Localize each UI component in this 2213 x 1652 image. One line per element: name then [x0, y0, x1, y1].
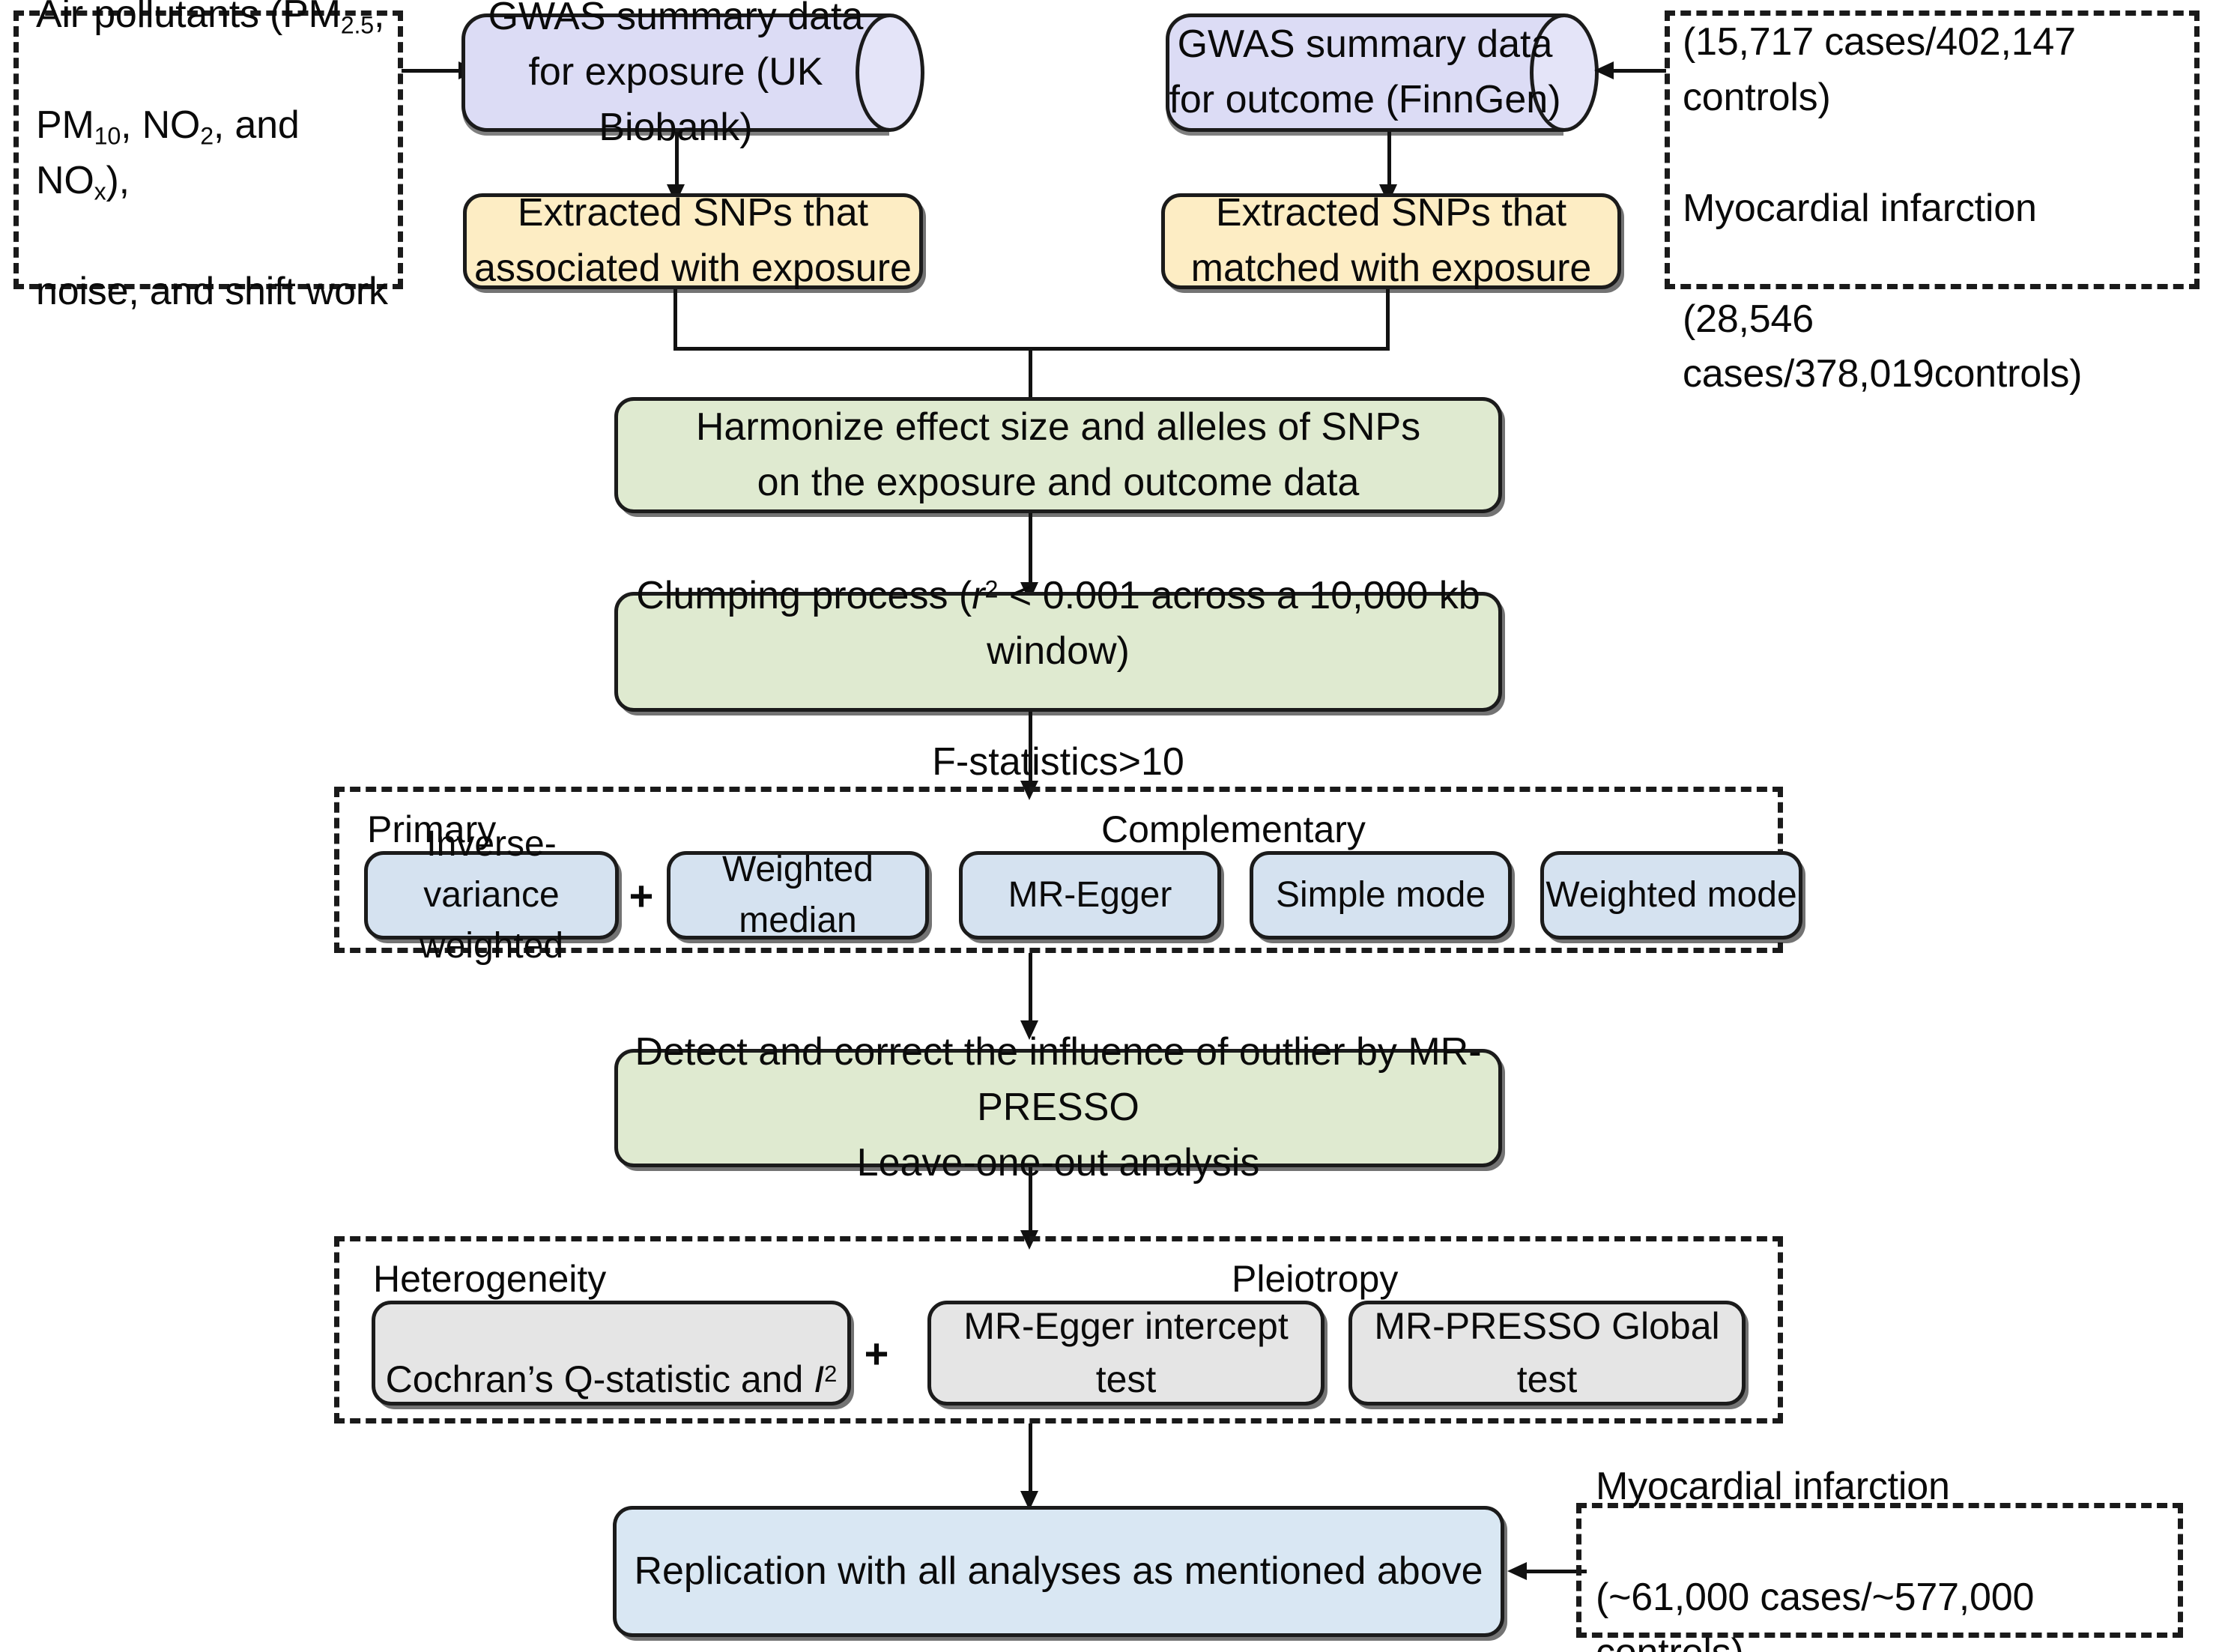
exposure-line3: noise, and shift work: [36, 270, 388, 314]
merge-right-stem: [1386, 289, 1390, 351]
outcome-line3: Myocardial infarction: [1683, 186, 2037, 230]
exposure-source-text: Air pollutants (PM2.5, PM10, NO2, and NO…: [36, 0, 388, 313]
method-inverse-variance-weighted: Inverse-variance weighted: [364, 824, 619, 966]
outcome-line4: (28,546 cases/378,019controls): [1683, 297, 2083, 396]
extracted-snps-exposure-box: Extracted SNPs that associated with expo…: [463, 191, 923, 290]
i-squared-symbol: I: [814, 1358, 825, 1400]
method-weighted-mode: Weighted mode: [1540, 851, 1802, 940]
sensitivity-plus-sign: +: [864, 1329, 889, 1377]
connector-gwas-exposure-down: [675, 132, 679, 189]
connector-outcome-to-gwas: [1608, 69, 1666, 73]
connector-outlier-to-sensitivity: [1029, 1167, 1032, 1235]
connector-exposure-to-gwas: [402, 69, 461, 73]
outcome-source-text: Unstable angina (15,717 cases/402,147 co…: [1683, 20, 2200, 396]
method-mr-egger: MR-Egger: [959, 851, 1221, 940]
replication-source-text: Myocardial infarction (~61,000 cases/~57…: [1596, 1465, 2188, 1652]
connector-gwas-outcome-down: [1387, 132, 1391, 189]
clumping-box: Clumping process (r2 < 0.001 across a 10…: [614, 574, 1502, 784]
outlier-detection-box: Detect and correct the influence of outl…: [614, 1030, 1502, 1184]
pleiotropy-caption: Pleiotropy: [1232, 1258, 1399, 1300]
outcome-line2: (15,717 cases/402,147 controls): [1683, 20, 2076, 120]
clumping-r-exponent: 2: [984, 575, 999, 603]
clumping-line2: F-statistics>10: [932, 739, 1184, 784]
connector-replication-note: [1522, 1570, 1587, 1573]
exposure-line1: Air pollutants (PM2.5,: [36, 0, 385, 39]
merge-down-stem: [1029, 347, 1032, 416]
method-weighted-median: Weighted median: [667, 850, 929, 940]
outcome-source-frame: [1665, 10, 2200, 289]
cylinder-body: [1166, 13, 1564, 132]
gwas-outcome-cylinder: GWAS summary data for outcome (FinnGen): [1166, 13, 1599, 132]
clumping-line1-suffix: < 0.001 across a 10,000 kb window): [987, 574, 1480, 674]
replication-note-line2: (~61,000 cases/~577,000 controls): [1596, 1576, 2035, 1652]
cochran-q-label: Cochran’s Q-statistic and: [385, 1358, 814, 1400]
exposure-line2: PM10, NO2, and NOx),: [36, 103, 300, 205]
primary-caption: Primary: [367, 808, 497, 850]
replication-box: Replication with all analyses as mention…: [613, 1506, 1504, 1637]
replication-source-frame: [1576, 1503, 2183, 1638]
cylinder-cap: [856, 13, 924, 132]
sensitivity-analysis-frame: [334, 1236, 1783, 1423]
connector-harmonize-to-clumping: [1029, 513, 1032, 587]
exposure-source-frame: [13, 10, 403, 289]
clumping-r-symbol: r: [972, 574, 985, 618]
connector-methods-to-outlier: [1029, 953, 1032, 1025]
clumping-line1-prefix: Clumping process (: [636, 574, 972, 618]
harmonize-box: Harmonize effect size and alleles of SNP…: [614, 397, 1502, 513]
complementary-caption: Complementary: [1101, 808, 1366, 850]
test-mr-egger-intercept: MR-Egger intercept test: [927, 1301, 1325, 1406]
connector-sensitivity-to-replication: [1029, 1423, 1032, 1495]
replication-note-line1: Myocardial infarction: [1596, 1465, 1950, 1509]
arrow-replication-note-icon: [1507, 1562, 1527, 1580]
test-mr-presso-global: MR-PRESSO Global test: [1348, 1301, 1746, 1406]
gwas-exposure-cylinder: GWAS summary data for exposure (UK Bioba…: [461, 0, 924, 149]
method-simple-mode: Simple mode: [1250, 851, 1512, 940]
connector-clumping-to-methods: [1029, 712, 1032, 785]
arrow-outcome-to-gwas-icon: [1594, 61, 1614, 79]
gwas-exposure-label: GWAS summary data for exposure (UK Bioba…: [488, 0, 864, 149]
extracted-snps-outcome-box: Extracted SNPs that matched with exposur…: [1161, 191, 1621, 290]
gwas-outcome-label: GWAS summary data for outcome (FinnGen): [1169, 22, 1561, 121]
i-squared-exponent: 2: [824, 1361, 838, 1388]
test-cochran-q: Cochran’s Q-statistic and I2: [372, 1301, 851, 1406]
methods-plus-sign: +: [629, 871, 654, 919]
cylinder-body: [461, 13, 890, 132]
merge-left-stem: [673, 289, 677, 351]
heterogeneity-caption: Heterogeneity: [373, 1258, 607, 1300]
arrow-methods-to-outlier-icon: [1020, 1020, 1038, 1040]
